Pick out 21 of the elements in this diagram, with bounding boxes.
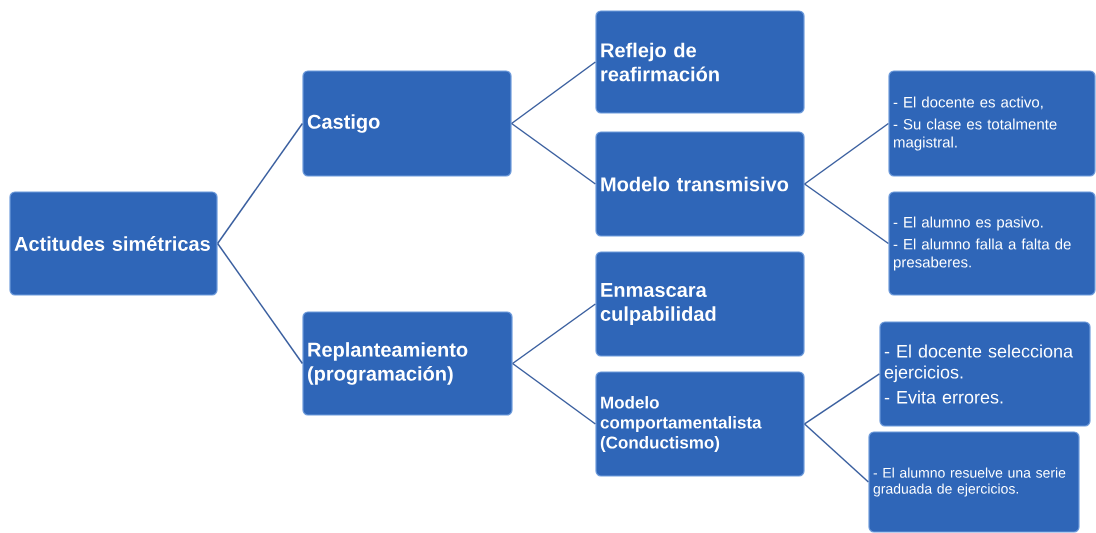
connector-line <box>511 303 597 365</box>
connector-line <box>803 183 890 245</box>
concept-box: Reflejo de reafirmación <box>595 10 805 114</box>
connector-line <box>216 242 304 365</box>
connector-line <box>803 373 881 425</box>
concept-box: Modelo comportamentalista (Conductismo) <box>595 371 805 477</box>
concept-box: - El alumno resuelve una serie graduada de ejercicios. <box>868 431 1080 533</box>
connector-line <box>510 122 597 185</box>
connector-line <box>803 423 870 483</box>
concept-box: Actitudes simétricas <box>9 191 218 296</box>
concept-box: Modelo transmisivo <box>595 131 805 237</box>
connector-line <box>510 61 597 125</box>
concept-box: Castigo <box>302 70 512 177</box>
concept-box: - El docente es activo, - Su clase es totalmente magistral. <box>888 70 1096 177</box>
concept-box: Replanteamiento (programación) <box>302 311 513 416</box>
concept-box: - El alumno es pasivo. - El alumno falla a falta de presaberes. <box>888 191 1096 296</box>
connector-line <box>511 362 597 425</box>
concept-box: - El docente selecciona ejercicios. - Evita errores. <box>879 321 1091 427</box>
connector-line <box>216 122 304 245</box>
connector-line <box>803 122 890 185</box>
concept-box: Enmascara culpabilidad <box>595 251 805 357</box>
